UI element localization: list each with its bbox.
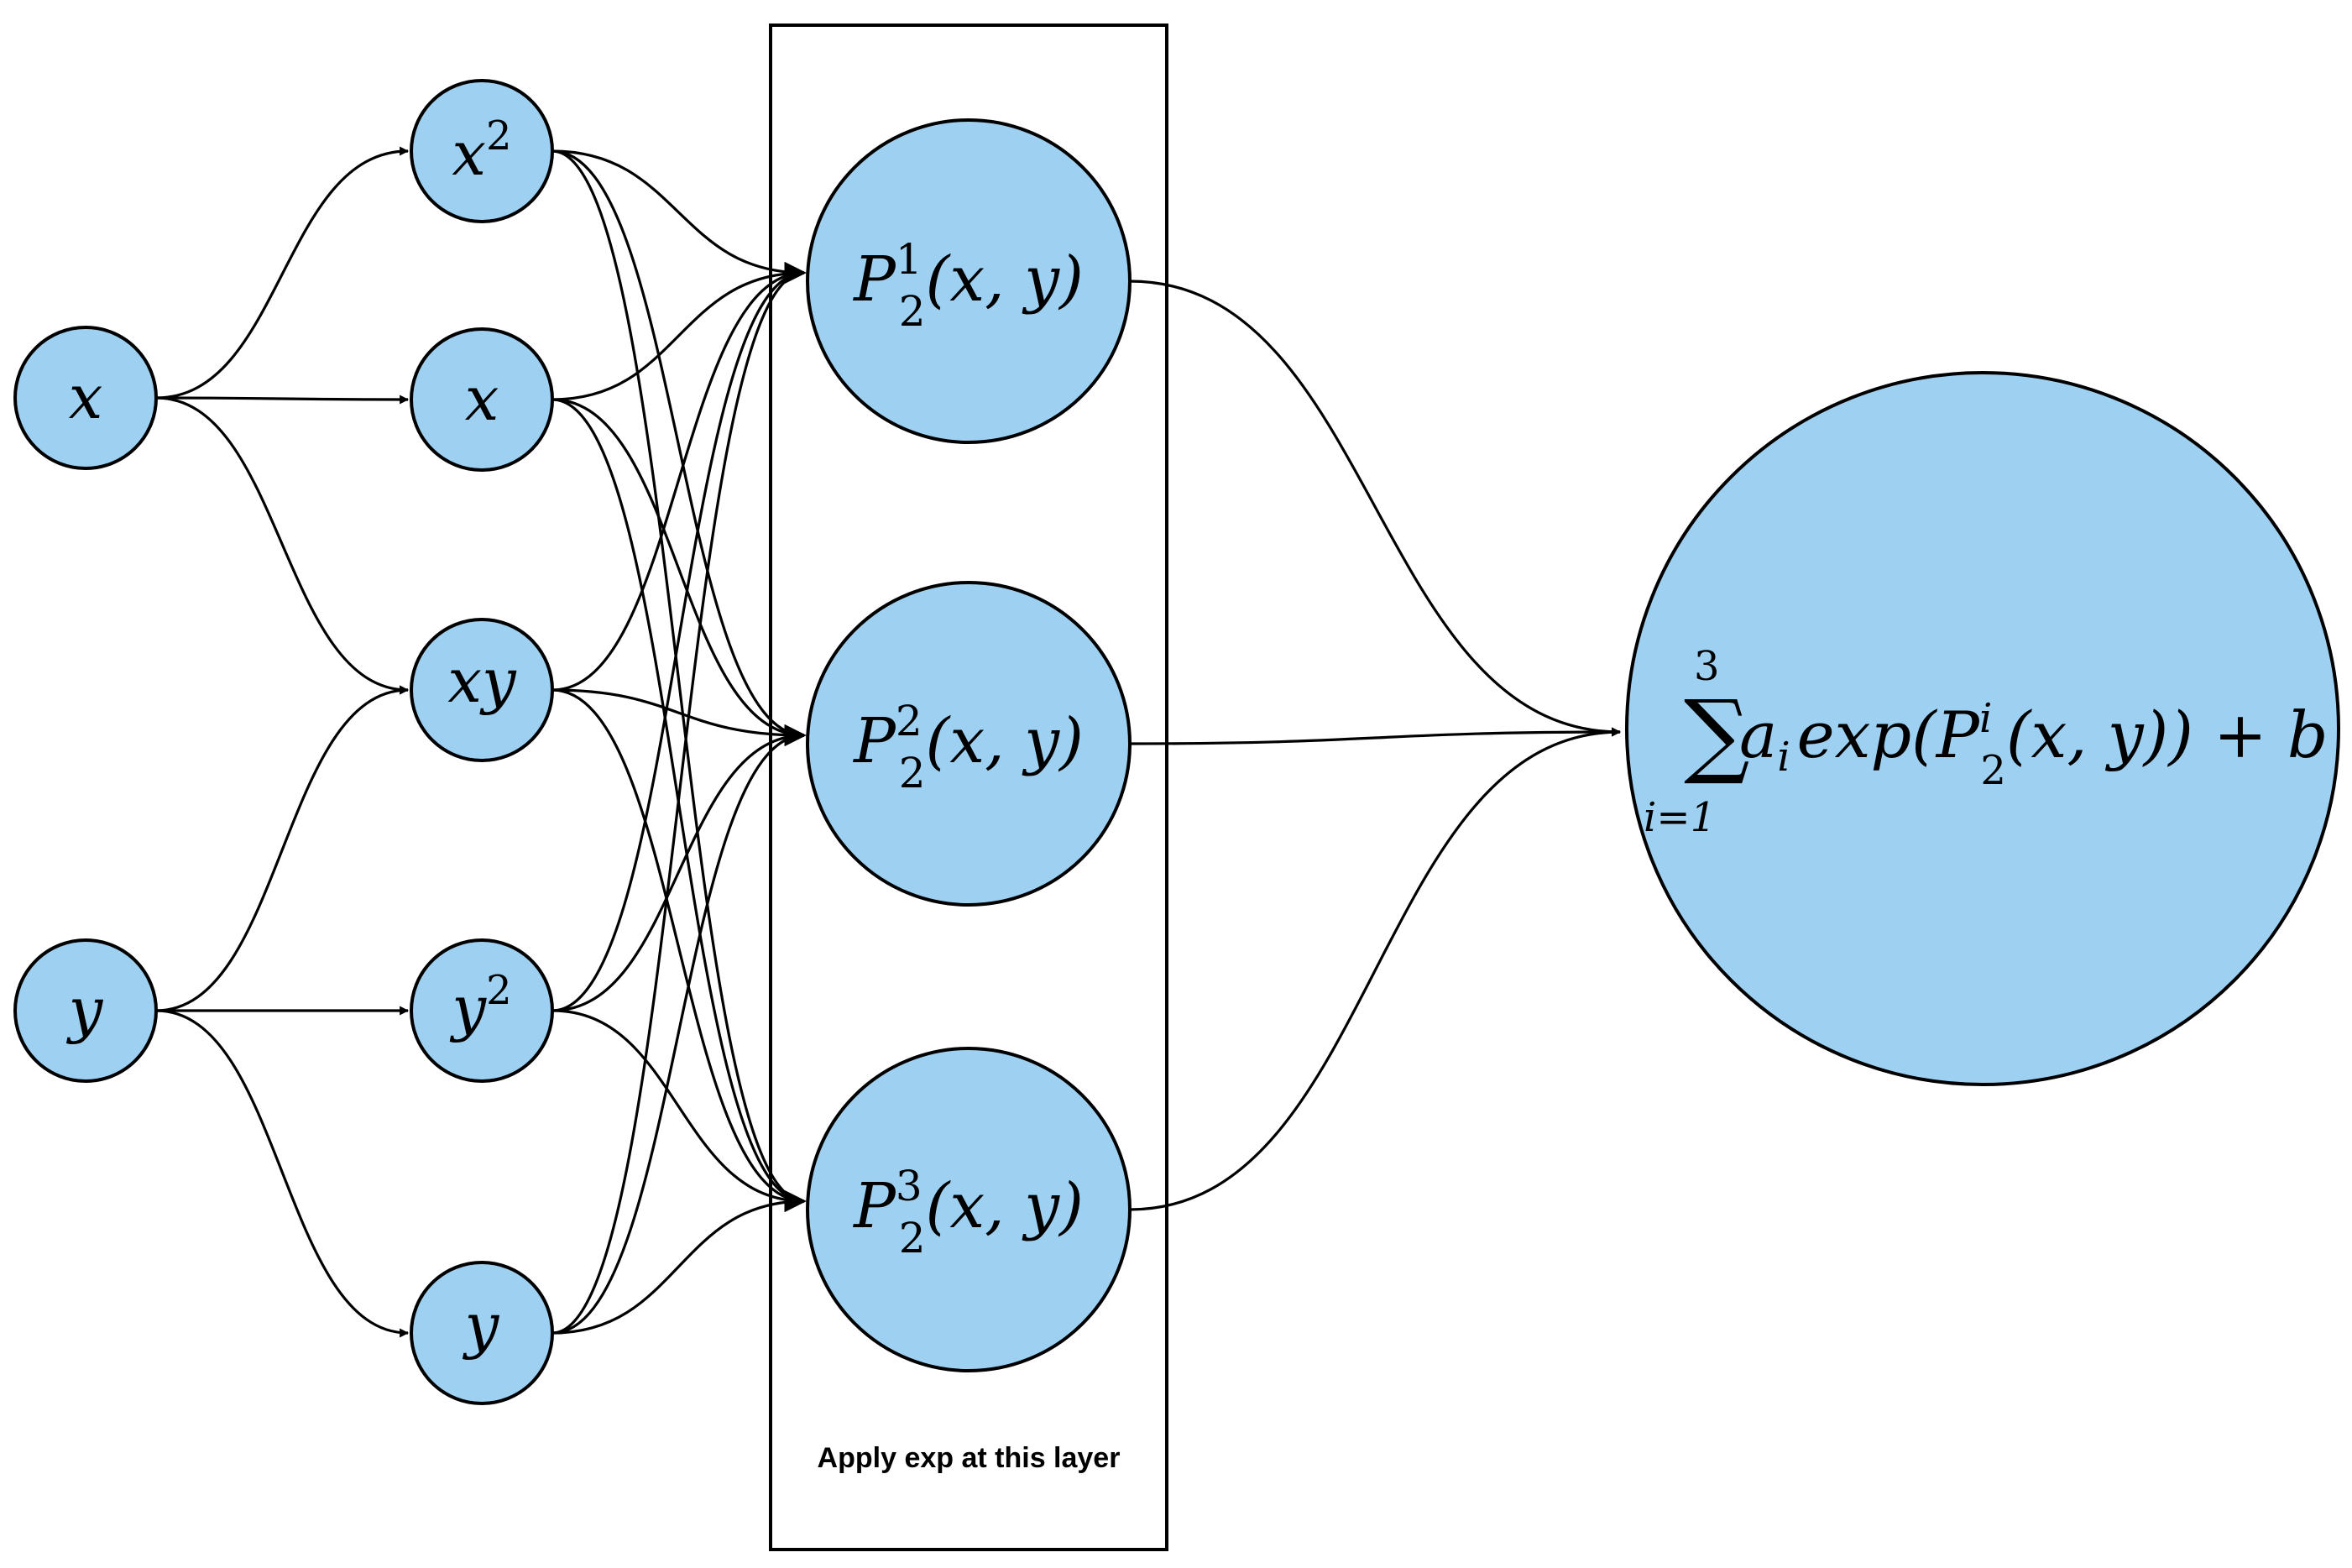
edge-f-y-to-p3 xyxy=(551,1190,807,1335)
edge-f-y2-to-p2 xyxy=(551,724,807,1012)
feature-node-x: x xyxy=(410,327,554,472)
edge-f-x-to-p2 xyxy=(551,398,807,746)
exp-layer-box xyxy=(769,24,1168,1551)
edge-x-to-x2 xyxy=(155,146,410,400)
feature-node-xy: xy xyxy=(410,618,554,762)
svg-text:x2: x2 xyxy=(452,112,511,189)
feature-node-y-squared: y2 xyxy=(410,938,554,1083)
edge-p2-to-output xyxy=(1129,727,1622,745)
edge-p1-to-output xyxy=(1129,280,1622,737)
edge-f-y2-to-p1 xyxy=(551,262,807,1012)
svg-text:P22(x, y): P22(x, y) xyxy=(852,697,1084,797)
sum-lower-limit: i=1 xyxy=(1644,794,1716,841)
svg-text:P12(x, y): P12(x, y) xyxy=(852,235,1084,336)
feature-node-y: y xyxy=(410,1261,554,1405)
input-node-y: y xyxy=(13,938,158,1083)
edge-y-to-xy xyxy=(155,685,410,1012)
svg-text:y2: y2 xyxy=(449,967,511,1043)
svg-text:y: y xyxy=(66,975,104,1045)
feature-node-x-squared: x2 xyxy=(410,79,554,223)
edge-f-xy-to-p2 xyxy=(551,688,807,746)
edge-p3-to-output xyxy=(1129,727,1622,1211)
edge-f-xy-to-p1 xyxy=(551,262,807,692)
svg-text:y: y xyxy=(463,1290,500,1361)
edge-f-x-to-p1 xyxy=(551,262,807,401)
edge-f-xy-to-p3 xyxy=(551,688,807,1212)
input-node-x: x xyxy=(13,326,158,470)
sum-upper-limit: 3 xyxy=(1694,643,1720,690)
edge-x-to-x xyxy=(155,395,410,405)
svg-text:xy: xy xyxy=(447,645,517,716)
edge-f-y-to-p2 xyxy=(551,724,807,1335)
edge-y-to-y xyxy=(155,1009,410,1338)
svg-text:x: x xyxy=(69,362,103,432)
edges xyxy=(155,146,1622,1338)
edge-x-to-xy xyxy=(155,396,410,695)
edge-f-y2-to-p3 xyxy=(551,1009,807,1212)
sum-symbol: ∑ xyxy=(1684,680,1750,787)
exp-layer-caption: Apply exp at this layer xyxy=(818,1442,1121,1474)
svg-text:P32(x, y): P32(x, y) xyxy=(852,1162,1084,1262)
edge-f-x2-to-p1 xyxy=(551,149,807,284)
edge-f-x2-to-p3 xyxy=(551,149,807,1212)
svg-text:x: x xyxy=(465,363,499,434)
edge-f-y-to-p1 xyxy=(551,262,807,1335)
edge-f-x2-to-p2 xyxy=(551,149,807,746)
